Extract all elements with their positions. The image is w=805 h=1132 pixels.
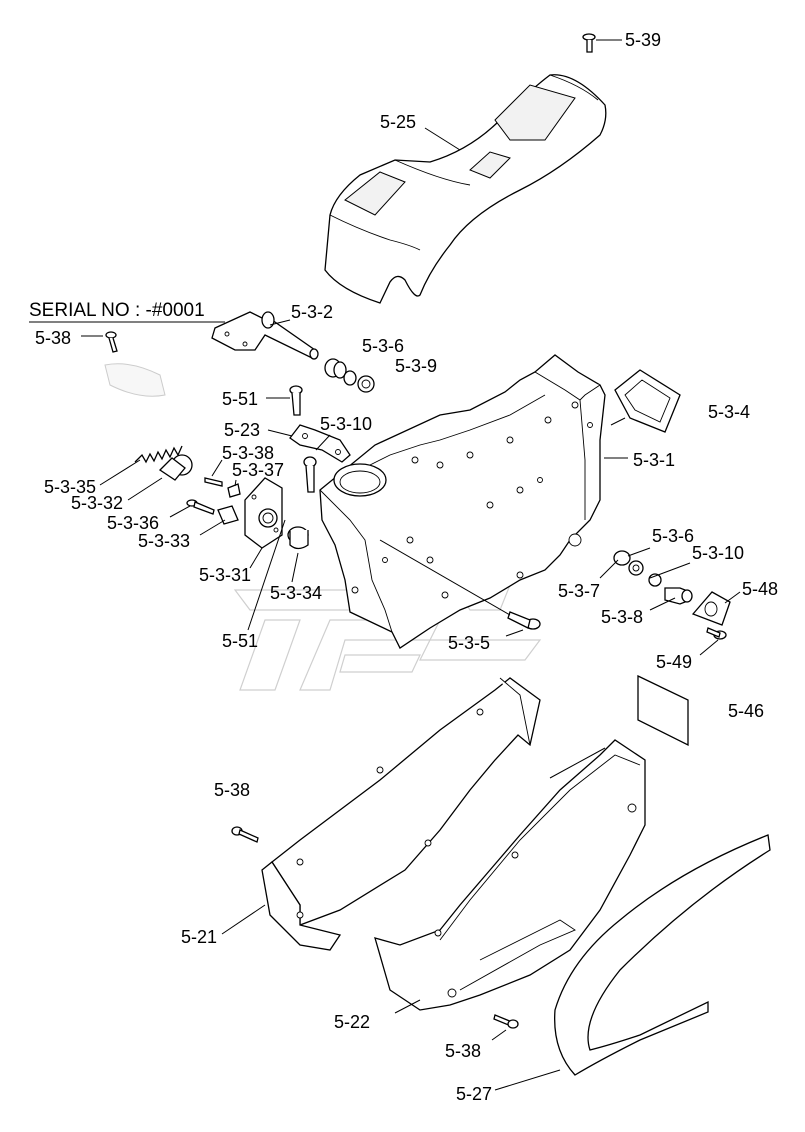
serial-number-note: SERIAL NO : -#0001 — [29, 300, 205, 321]
part-5-3-33-clip — [199, 505, 239, 536]
label-5-3-4: 5-3-4 — [708, 402, 750, 422]
part-5-3-8-bolt — [649, 587, 693, 611]
label-5-38-top: 5-38 — [35, 328, 71, 348]
part-5-3-34-roller — [287, 526, 309, 583]
part-5-3-35-spring — [99, 445, 183, 486]
label-5-46: 5-46 — [728, 701, 764, 721]
label-5-3-6-top: 5-3-6 — [362, 336, 404, 356]
label-5-22: 5-22 — [334, 1012, 370, 1032]
label-5-3-9: 5-3-9 — [395, 356, 437, 376]
part-5-3-38-pin — [204, 459, 223, 487]
label-5-3-31: 5-3-31 — [199, 565, 251, 585]
part-5-38-mid-screw — [231, 826, 259, 843]
part-5-25-console-cover — [324, 74, 607, 304]
label-5-51-top: 5-51 — [222, 389, 258, 409]
part-5-39-screw — [582, 33, 622, 53]
label-5-3-6-right: 5-3-6 — [652, 526, 694, 546]
part-5-46-pad — [637, 674, 689, 747]
label-5-3-33: 5-3-33 — [138, 531, 190, 551]
part-5-3-37-clip — [227, 479, 241, 498]
part-5-3-5-bolt — [379, 539, 541, 637]
part-5-48-cover-plate — [691, 591, 741, 626]
part-5-3-31-switch-plate — [244, 477, 283, 569]
label-5-3-38: 5-3-38 — [222, 443, 274, 463]
label-5-3-32: 5-3-32 — [71, 493, 123, 513]
part-5-22-right-cover — [374, 739, 646, 1014]
label-5-3-5: 5-3-5 — [448, 633, 490, 653]
part-5-38-bottom-screw — [491, 1014, 519, 1041]
part-5-51-bottom-bolt — [247, 519, 286, 631]
label-5-3-2: 5-3-2 — [291, 302, 333, 322]
label-5-3-1: 5-3-1 — [633, 450, 675, 470]
part-5-3-10-rod — [303, 434, 331, 493]
label-5-27: 5-27 — [456, 1084, 492, 1104]
part-5-38-top-screw — [29, 321, 225, 397]
label-5-38-bottom: 5-38 — [445, 1041, 481, 1061]
label-5-25: 5-25 — [380, 112, 416, 132]
label-5-3-37: 5-3-37 — [232, 460, 284, 480]
label-5-3-35: 5-3-35 — [44, 477, 96, 497]
label-5-3-8: 5-3-8 — [601, 607, 643, 627]
label-5-48: 5-48 — [742, 579, 778, 599]
part-5-3-6-bushing-top — [324, 358, 375, 393]
label-5-3-7: 5-3-7 — [558, 581, 600, 601]
part-5-27-trim-strip — [494, 834, 771, 1091]
label-5-21: 5-21 — [181, 927, 217, 947]
part-5-3-6-bushing-right — [599, 547, 691, 587]
part-5-3-1-main-frame — [319, 354, 628, 649]
part-5-3-32-actuator — [127, 454, 193, 501]
label-5-51-bottom: 5-51 — [222, 631, 258, 651]
label-5-3-34: 5-3-34 — [270, 583, 322, 603]
part-5-3-36-screw — [169, 499, 215, 518]
label-5-3-10-right: 5-3-10 — [692, 543, 744, 563]
part-5-21-left-cover — [221, 677, 541, 951]
part-5-3-4-grommet — [610, 369, 681, 433]
label-5-23: 5-23 — [224, 420, 260, 440]
label-5-39: 5-39 — [625, 30, 661, 50]
part-5-3-2-bracket — [211, 311, 319, 360]
part-5-49-screw — [699, 627, 727, 656]
label-5-49: 5-49 — [656, 652, 692, 672]
part-5-23-plate — [267, 424, 351, 463]
label-5-3-36: 5-3-36 — [107, 513, 159, 533]
label-5-38-mid: 5-38 — [214, 780, 250, 800]
part-5-51-top-bolt — [266, 385, 303, 416]
label-5-3-10-top: 5-3-10 — [320, 414, 372, 434]
